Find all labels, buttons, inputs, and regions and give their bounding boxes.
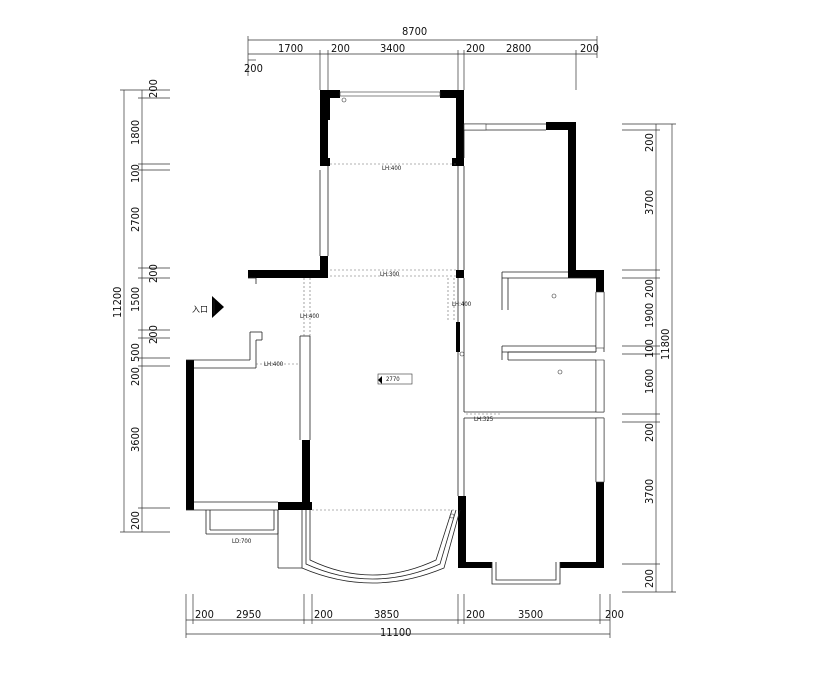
dim-top-offset: 200 [244, 62, 263, 75]
entrance-label: 入口 [192, 305, 208, 314]
beam-lines [256, 163, 502, 415]
dim-left-seg-5: 200 [147, 264, 160, 283]
dim-left-seg-8: 500 [129, 343, 142, 362]
dim-bottom-seg-4: 3850 [374, 608, 399, 621]
dim-top-seg-2: 200 [331, 42, 350, 55]
dim-left-seg-2: 1800 [129, 120, 142, 145]
dim-bottom-total: 11100 [380, 626, 411, 639]
beam-label-kitchen: LH:400 [264, 361, 284, 368]
beam-label-left: LH:400 [300, 313, 320, 320]
beam-label-mid: LH:300 [380, 271, 400, 278]
dim-bottom-seg-5: 200 [466, 608, 485, 621]
fixture-icon [449, 513, 455, 519]
dim-right-seg-1: 200 [643, 133, 656, 152]
fixture-icon [557, 369, 563, 375]
beam-label-right: LH:400 [452, 301, 472, 308]
beam-label-bottom: LD:700 [232, 538, 252, 545]
dim-bottom-seg-3: 200 [314, 608, 333, 621]
top-dimension-chain: 8700 1700 200 3400 200 2800 200 200 [244, 25, 599, 90]
entrance-arrow-icon [212, 296, 224, 318]
dim-right-seg-6: 1600 [643, 369, 656, 394]
beam-label-top: LH:400 [382, 165, 402, 172]
floor-height-arrow-icon [378, 376, 382, 384]
fixture-icon [551, 293, 557, 299]
dim-left-seg-3: 100 [129, 164, 142, 183]
dim-top-seg-5: 2800 [506, 42, 531, 55]
dim-right-seg-3: 200 [643, 279, 656, 298]
dim-left-seg-6: 1500 [129, 287, 142, 312]
dim-right-seg-2: 3700 [643, 190, 656, 215]
dim-right-seg-4: 1900 [643, 303, 656, 328]
dim-right-seg-8: 3700 [643, 479, 656, 504]
windows [205, 91, 605, 585]
dim-top-seg-3: 3400 [380, 42, 405, 55]
dim-right-total: 11800 [659, 329, 672, 360]
dim-right-seg-5: 100 [643, 339, 656, 358]
dim-top-seg-1: 1700 [278, 42, 303, 55]
dim-left-seg-7: 200 [147, 325, 160, 344]
dim-left-seg-9: 200 [129, 367, 142, 386]
dim-left-total: 11200 [111, 287, 124, 318]
beam-label-bath: LH:325 [474, 416, 493, 423]
dim-top-total: 8700 [402, 25, 427, 38]
fixture-icon [459, 351, 465, 357]
dim-bottom-seg-2: 2950 [236, 608, 261, 621]
dim-left-seg-1: 200 [147, 79, 160, 98]
fixture-icon [341, 97, 347, 103]
dim-top-seg-6: 200 [580, 42, 599, 55]
floor-height-box [377, 373, 413, 385]
dim-left-seg-10: 3600 [129, 427, 142, 452]
dim-bottom-seg-7: 200 [605, 608, 624, 621]
floor-height-value: 2770 [386, 376, 400, 383]
dim-top-seg-4: 200 [466, 42, 485, 55]
dim-bottom-seg-6: 3500 [518, 608, 543, 621]
dim-right-seg-9: 200 [643, 569, 656, 588]
walls [186, 90, 605, 568]
right-dimension-chain: 200 3700 200 1900 100 1600 200 3700 200 … [622, 123, 676, 593]
left-dimension-chain: 11200 200 1800 100 2700 200 1500 200 500… [111, 79, 170, 533]
annotations: LH:400 LH:300 LH:400 LH:400 LH:400 LH:32… [192, 97, 563, 545]
dim-bottom-seg-1: 200 [195, 608, 214, 621]
dim-right-seg-7: 200 [643, 423, 656, 442]
dim-left-seg-4: 2700 [129, 207, 142, 232]
dim-left-seg-11: 200 [129, 511, 142, 530]
bottom-dimension-chain: 200 2950 200 3850 200 3500 200 11100 [185, 594, 624, 639]
